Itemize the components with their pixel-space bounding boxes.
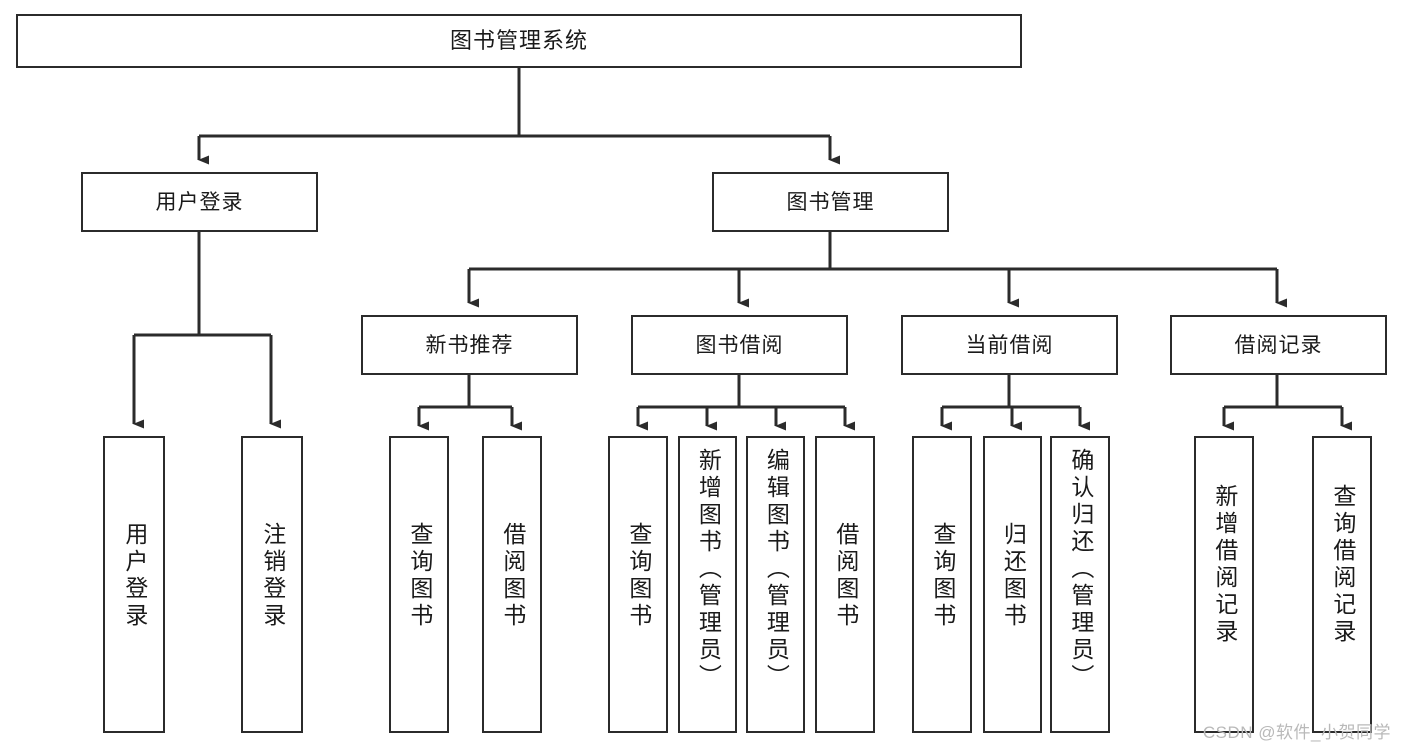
node-label: 新增图书（管理员） [695, 448, 722, 691]
node-label: 注销登录 [259, 522, 286, 630]
node-label: 用户登录 [155, 190, 244, 214]
leaf-add-borrow-record[interactable]: 新增借阅记录 [1194, 436, 1254, 733]
leaf-borrow-book-recommend[interactable]: 借阅图书 [482, 436, 542, 733]
node-new-book-recommend[interactable]: 新书推荐 [361, 315, 578, 375]
node-label: 用户登录 [121, 522, 148, 630]
node-label: 编辑图书（管理员） [763, 448, 790, 691]
leaf-edit-book-admin[interactable]: 编辑图书（管理员） [746, 436, 805, 733]
node-root-book-management-system[interactable]: 图书管理系统 [16, 14, 1022, 68]
node-label: 借阅记录 [1234, 333, 1323, 357]
node-current-borrow[interactable]: 当前借阅 [901, 315, 1118, 375]
node-user-login[interactable]: 用户登录 [81, 172, 318, 232]
node-label: 确认归还（管理员） [1067, 448, 1094, 691]
node-label: 图书管理系统 [449, 28, 588, 53]
node-label: 新增借阅记录 [1211, 484, 1238, 646]
leaf-confirm-return-admin[interactable]: 确认归还（管理员） [1050, 436, 1110, 733]
node-label: 归还图书 [1000, 522, 1027, 630]
node-label: 查询图书 [406, 522, 433, 630]
leaf-borrow-book-borrow[interactable]: 借阅图书 [815, 436, 875, 733]
node-label: 查询图书 [625, 522, 652, 630]
leaf-query-borrow-record[interactable]: 查询借阅记录 [1312, 436, 1372, 733]
node-label: 查询借阅记录 [1329, 484, 1356, 646]
csdn-watermark: CSDN @软件_小贺同学 [1202, 723, 1391, 742]
leaf-query-book-recommend[interactable]: 查询图书 [389, 436, 449, 733]
node-label: 查询图书 [929, 522, 956, 630]
leaf-query-book-current[interactable]: 查询图书 [912, 436, 972, 733]
node-label: 当前借阅 [965, 333, 1054, 357]
node-book-borrow[interactable]: 图书借阅 [631, 315, 848, 375]
node-label: 新书推荐 [425, 333, 514, 357]
node-label: 图书管理 [786, 190, 875, 214]
leaf-return-book[interactable]: 归还图书 [983, 436, 1042, 733]
node-label: 图书借阅 [695, 333, 784, 357]
leaf-query-book-borrow[interactable]: 查询图书 [608, 436, 668, 733]
leaf-user-login[interactable]: 用户登录 [103, 436, 165, 733]
node-label: 借阅图书 [832, 522, 859, 630]
leaf-add-book-admin[interactable]: 新增图书（管理员） [678, 436, 737, 733]
node-label: 借阅图书 [499, 522, 526, 630]
node-borrow-record[interactable]: 借阅记录 [1170, 315, 1387, 375]
leaf-logout-login[interactable]: 注销登录 [241, 436, 303, 733]
node-book-manage[interactable]: 图书管理 [712, 172, 949, 232]
